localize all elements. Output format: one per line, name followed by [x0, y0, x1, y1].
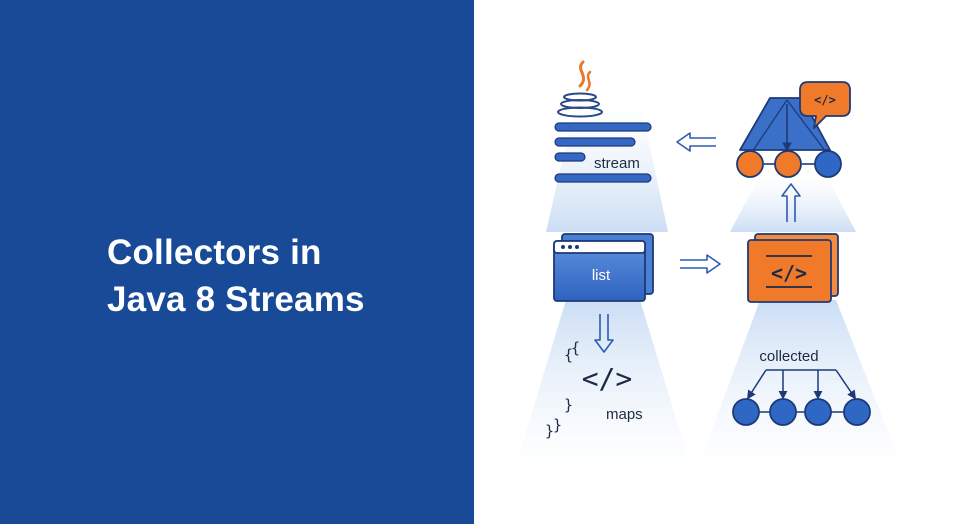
beam-maps: [516, 300, 690, 465]
arrow-up-icon: [781, 183, 801, 222]
arrow-down-icon: [594, 314, 614, 353]
collected-node-3: [804, 398, 832, 426]
browser-window-icon: [553, 233, 654, 302]
title-line-1: Collectors in: [107, 233, 322, 272]
code-bubble-icon: </>: [799, 81, 851, 129]
page-title: Collectors in Java 8 Streams: [107, 229, 447, 323]
arrow-left-icon: [676, 132, 716, 152]
code-card-icon: </>: [747, 233, 839, 303]
code-bubble-glyph: </>: [814, 93, 836, 107]
left-panel: Collectors in Java 8 Streams: [0, 0, 474, 524]
arrow-right-icon: [680, 254, 721, 274]
beam-tree: [730, 175, 856, 232]
collected-tree: [747, 369, 857, 413]
brace-open-2: {: [571, 339, 580, 357]
collected-node-2: [769, 398, 797, 426]
brace-close-3: }: [545, 422, 554, 440]
java-logo-icon: [557, 60, 603, 118]
brace-close-1: }: [564, 396, 573, 414]
brace-close-2: }: [553, 416, 562, 434]
node-orange-2: [774, 150, 802, 178]
code-card-glyph: </>: [771, 261, 807, 285]
list-label: list: [592, 267, 611, 284]
stream-label: stream: [594, 155, 640, 172]
node-blue-1: [814, 150, 842, 178]
brace-open-1: {: [564, 346, 573, 364]
beam-collected: [700, 300, 900, 462]
beam-stream: [546, 100, 668, 232]
maps-code-icon: { { </> } } }: [545, 339, 632, 440]
collected-node-1: [732, 398, 760, 426]
maps-label: maps: [606, 406, 643, 423]
collected-label: collected: [759, 348, 818, 365]
code-glyph: </>: [582, 362, 633, 395]
diagram: stream </> list: [516, 60, 900, 465]
title-line-2: Java 8 Streams: [107, 280, 365, 319]
collected-node-4: [843, 398, 871, 426]
node-orange-1: [736, 150, 764, 178]
stream-bars: [554, 122, 652, 183]
right-panel: stream </> list: [474, 0, 960, 524]
